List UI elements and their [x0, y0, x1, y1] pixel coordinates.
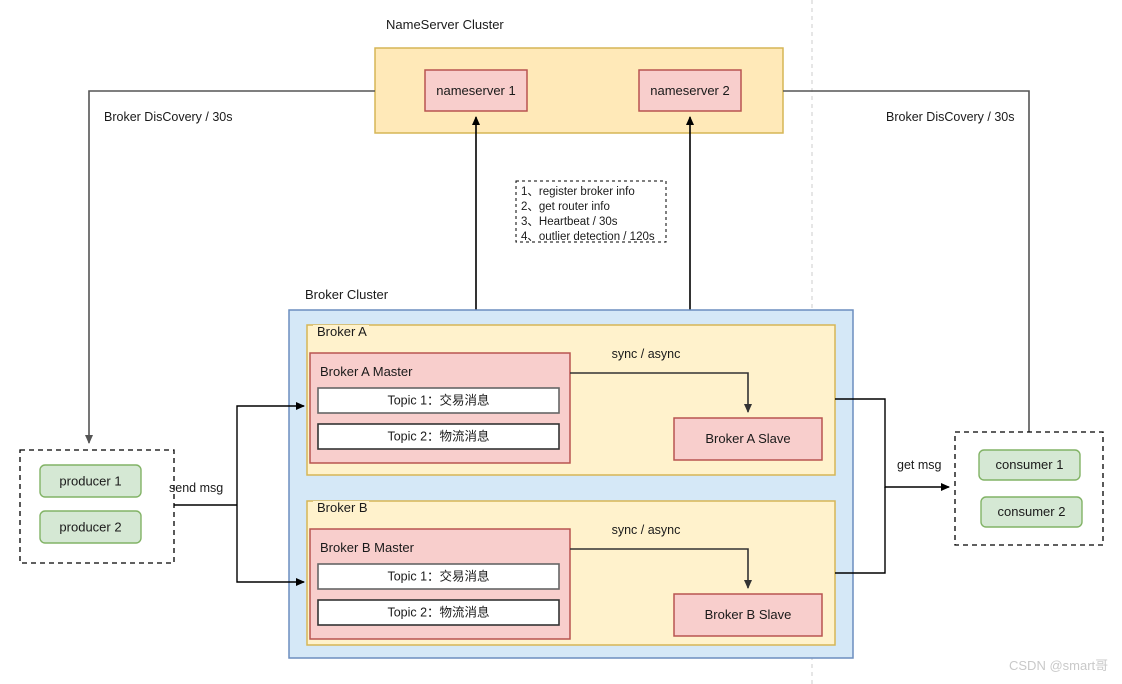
nameserver-2-label: nameserver 2: [650, 83, 729, 98]
note-line-4: 4、outlier detection / 120s: [521, 231, 655, 243]
send-msg-to-broker-a: [236, 402, 305, 505]
get-msg-from-broker-b: [835, 487, 886, 574]
broker-a-topic-1-label: Topic 1：交易消息: [387, 392, 489, 407]
send-msg-label: send msg: [169, 481, 223, 495]
broker-b-title: Broker B: [317, 500, 368, 515]
broker-a-replication-label: sync / async: [612, 347, 681, 361]
get-msg-from-broker-a: [835, 398, 950, 491]
consumer-1-label: consumer 1: [996, 457, 1064, 472]
broker-b-topic-2-label: Topic 2：物流消息: [387, 604, 489, 619]
watermark: CSDN @smart哥: [1009, 658, 1108, 673]
broker-b-replication-arrow: [570, 548, 752, 589]
broker-cluster-title: Broker Cluster: [305, 287, 389, 302]
consumer-discovery-line: [783, 90, 1033, 444]
broker-b-slave-label: Broker B Slave: [705, 607, 792, 622]
producer-1-label: producer 1: [59, 473, 121, 488]
broker-a-replication-arrow: [570, 372, 752, 413]
nameserver-2-box[interactable]: [638, 69, 742, 112]
nameserver-cluster-title: NameServer Cluster: [386, 17, 504, 32]
note-line-2: 2、get router info: [521, 201, 610, 213]
note-line-1: 1、register broker info: [521, 186, 635, 198]
get-msg-label: get msg: [897, 458, 942, 472]
broker-a-title-backdrop: [313, 325, 369, 339]
broker-b-replication-label: sync / async: [612, 523, 681, 537]
register-note-box: [515, 180, 667, 243]
broker-a-topic-2-label: Topic 2：物流消息: [387, 428, 489, 443]
consumer-group-box: [954, 431, 1104, 546]
consumer-discovery-label: Broker DisCovery / 30s: [886, 110, 1015, 124]
broker-b-topic-1-box[interactable]: [317, 563, 560, 590]
producer-discovery-line: [85, 90, 375, 444]
producer-discovery-label: Broker DisCovery / 30s: [104, 110, 233, 124]
producer-2-label: producer 2: [59, 519, 121, 534]
broker-a-topic-1-box[interactable]: [317, 387, 560, 414]
consumer-2-label: consumer 2: [998, 504, 1066, 519]
broker-a-slave-box[interactable]: [673, 417, 823, 461]
consumer-2-box[interactable]: [980, 496, 1083, 528]
nameserver-1-box[interactable]: [424, 69, 528, 112]
broker-a-title: Broker A: [317, 324, 367, 339]
producer-1-box[interactable]: [39, 464, 142, 498]
broker-a-slave-label: Broker A Slave: [705, 431, 790, 446]
broker-b-topic-2-box[interactable]: [317, 599, 560, 626]
broker-b-slave-box[interactable]: [673, 593, 823, 637]
broker-a-master-label: Broker A Master: [320, 364, 413, 379]
note-line-3: 3、Heartbeat / 30s: [521, 216, 618, 228]
broker-b-title-backdrop: [313, 501, 369, 515]
nameserver-1-label: nameserver 1: [436, 83, 515, 98]
consumer-1-box[interactable]: [978, 449, 1081, 481]
broker-b-topic-1-label: Topic 1：交易消息: [387, 568, 489, 583]
broker-a-topic-2-box[interactable]: [317, 423, 560, 450]
producer-2-box[interactable]: [39, 510, 142, 544]
send-msg-to-broker-b: [236, 505, 305, 586]
broker-b-master-label: Broker B Master: [320, 540, 415, 555]
